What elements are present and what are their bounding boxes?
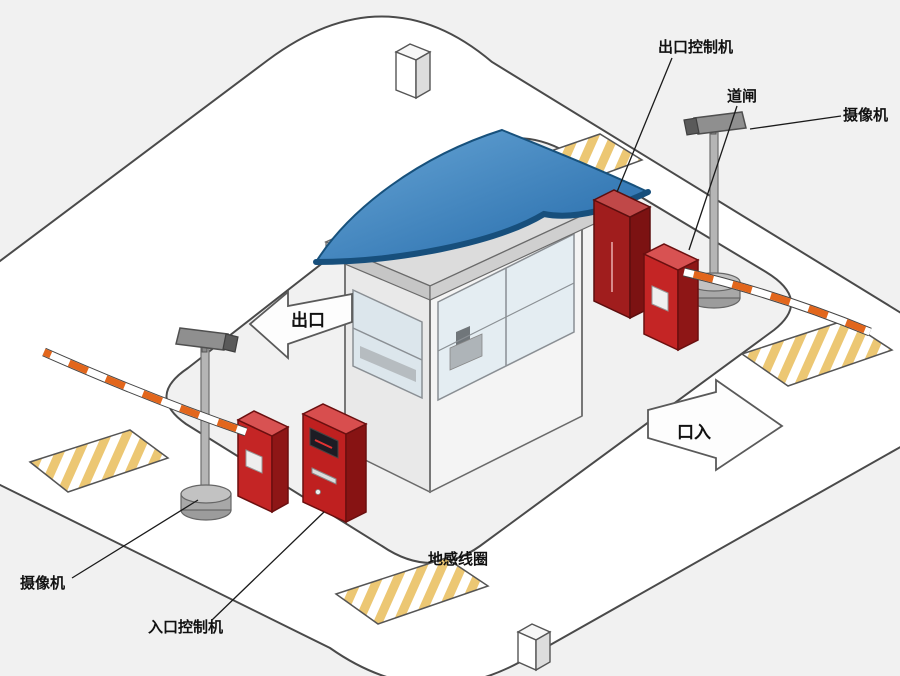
exit-barrier-machine <box>642 243 700 352</box>
entrance-controller-top <box>301 403 368 435</box>
post-bottom <box>516 623 552 672</box>
exit-direction-arrow: 出口 <box>248 290 353 361</box>
leader-line-camera-right <box>749 115 842 130</box>
screen-led <box>314 439 333 449</box>
exit-controller-top <box>592 189 652 218</box>
entrance-direction-arrow: 口入 <box>647 378 784 472</box>
exit-controller-kiosk <box>592 189 652 320</box>
label-barrier-gate: 道闸 <box>727 87 757 105</box>
leader-line-camera-left <box>71 499 199 579</box>
camera-head-left-icon <box>175 327 229 351</box>
ticket-slot <box>311 467 337 485</box>
controller-button <box>315 489 321 495</box>
camera-lens-left <box>222 333 239 353</box>
barrier-machine-top <box>642 243 700 271</box>
leader-line-entrance-controller <box>211 511 325 621</box>
camera-pole-right <box>709 131 719 295</box>
entrance-barrier-machine <box>236 410 290 514</box>
exit-barrier-arm <box>682 267 872 337</box>
entrance-controller-screen <box>309 427 339 459</box>
ground-loop-hatch-right <box>740 319 894 387</box>
label-entrance-controller: 入口控制机 <box>148 618 223 636</box>
barrier-arm-stripes <box>683 268 872 336</box>
entrance-controller-side <box>345 422 367 524</box>
leader-line-exit-controller <box>616 57 673 193</box>
barrier-machine-panel <box>651 285 669 312</box>
entrance-controller-kiosk <box>301 403 368 524</box>
barrier-arm-stripes <box>42 348 248 436</box>
leader-line-barrier <box>688 105 738 251</box>
entrance-barrier-arm <box>42 347 248 437</box>
window-mullion <box>352 327 423 361</box>
post-top <box>394 43 432 100</box>
ground-loop-hatch-left <box>28 429 170 493</box>
entrance-arrow-label: 口入 <box>677 423 711 442</box>
label-exit-controller: 出口控制机 <box>658 38 733 56</box>
booth-interior-desk-right <box>449 333 483 371</box>
camera-pole-left <box>200 347 210 501</box>
barrier-machine-top <box>236 410 290 437</box>
label-ground-loop: 地感线圈 <box>428 550 488 568</box>
camera-left <box>175 327 239 521</box>
label-camera-left: 摄像机 <box>20 574 65 592</box>
ground-loop-hatch-bottom <box>334 557 490 625</box>
booth-interior-desk-left <box>360 346 416 382</box>
camera-lens-right <box>683 117 700 136</box>
exit-arrow-label: 出口 <box>291 310 325 330</box>
barrier-machine-side <box>271 425 289 514</box>
window-mullion <box>437 282 575 352</box>
label-camera-right: 摄像机 <box>843 106 888 124</box>
callouts: 出口控制机 道闸 摄像机 摄像机 入口控制机 地感线圈 <box>20 38 888 636</box>
barrier-machine-panel <box>245 449 263 474</box>
